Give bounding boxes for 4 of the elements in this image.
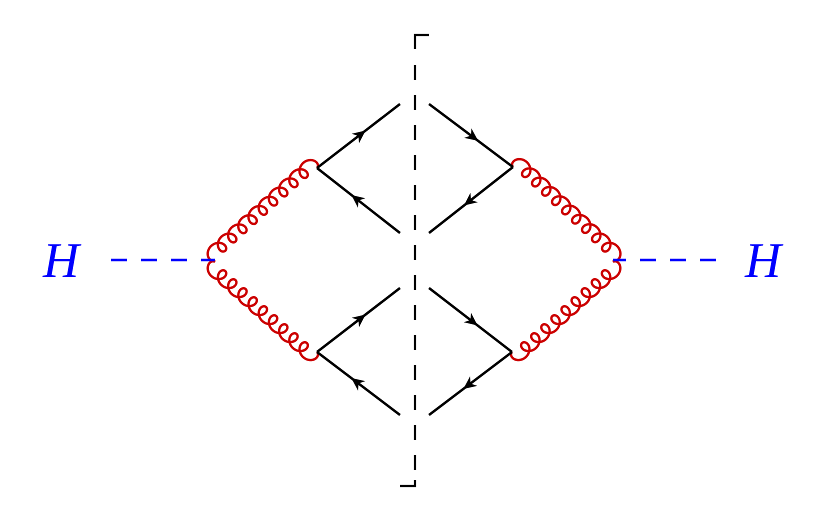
particle-label: H <box>745 235 784 285</box>
dashed-line <box>111 258 215 262</box>
dashed-line <box>613 258 716 262</box>
particle-label: H <box>43 235 82 285</box>
